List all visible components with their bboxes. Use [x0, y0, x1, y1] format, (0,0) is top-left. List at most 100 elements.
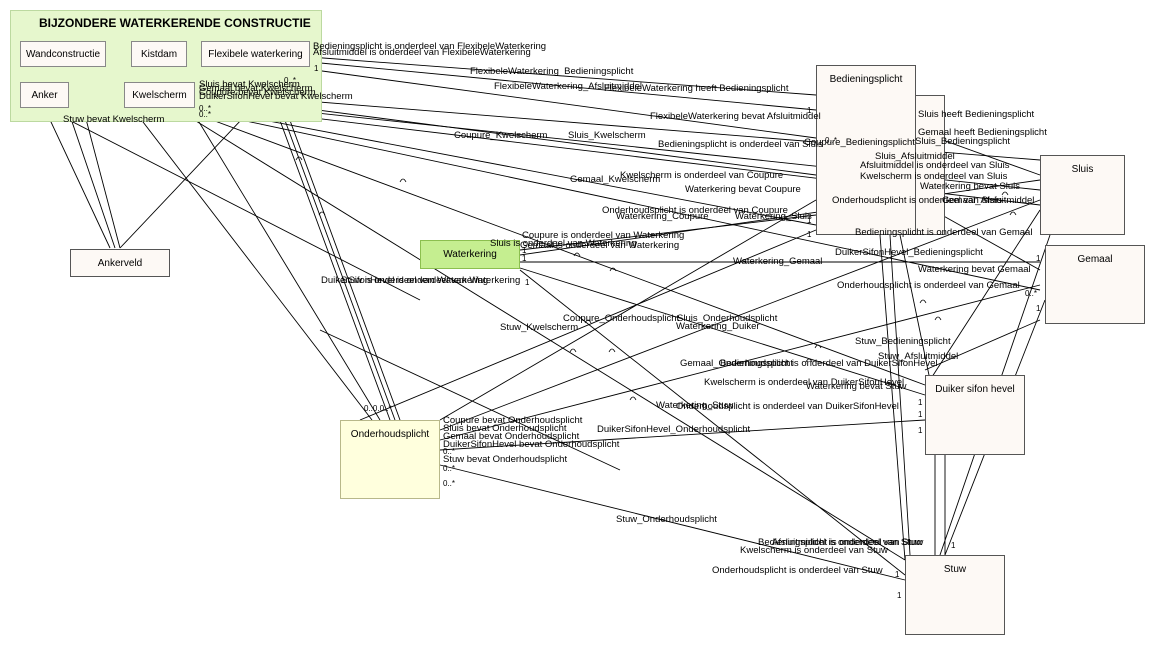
association-label[interactable]: Onderhoudsplicht is onderdeel van Sluis [832, 195, 1003, 206]
association-label[interactable]: Stuw bevat Onderhoudsplicht [443, 454, 568, 465]
association-label[interactable]: Onderhoudsplicht is onderdeel van Coupur… [602, 205, 788, 216]
association-label[interactable]: Waterkering bevat Gemaal [918, 264, 1031, 275]
association-label[interactable]: Sluis is onderdeel van Waterkering [490, 238, 637, 249]
association-label[interactable]: Sluis heeft Bedieningsplicht [918, 109, 1035, 120]
association-label[interactable]: DuikerSifonHevel is onderdeel van Waterk… [321, 275, 521, 286]
association-label[interactable]: Sluis_Bedieningsplicht [915, 136, 1011, 147]
multiplicity: 1 [522, 254, 527, 263]
association-label[interactable]: Coupure bevat Kwelscherm [199, 87, 316, 98]
association-label[interactable]: Coupure bevat Onderhoudsplicht [443, 415, 583, 426]
multiplicity: 1 [951, 541, 956, 550]
association-label[interactable]: Bedieningsplicht is onderdeel van Stuw [758, 537, 924, 548]
association-label[interactable]: Bedieningsplicht is onderdeel van Sluis [658, 139, 823, 150]
association-label[interactable]: Onderhoudsplicht is onderdeel van Duiker… [676, 401, 899, 412]
class-name: Anker [31, 89, 58, 101]
class-stuw[interactable]: Stuw [905, 555, 1005, 635]
association-label[interactable]: Afsluitmiddel is onderdeel van Stuw [772, 537, 922, 548]
association-label[interactable]: Gemaal heeft Bedieningsplicht [918, 127, 1047, 138]
association-label[interactable]: Bedieningsplicht is onderdeel van Duiker… [720, 358, 938, 369]
class-ankerveld[interactable]: Ankerveld [70, 249, 170, 277]
association-label[interactable]: DuikerSifonHevel bevat Kwelscherm [199, 91, 353, 102]
multiplicity: 1 [807, 230, 812, 239]
class-anker[interactable]: Anker [20, 82, 69, 108]
association-label[interactable]: Coupure_Bedieningsplicht [804, 137, 915, 148]
association-label[interactable]: Kwelscherm is onderdeel van DuikerSifonH… [704, 377, 905, 388]
association-label[interactable]: Afsluitmiddel is onderdeel van Flexibele… [313, 47, 531, 58]
association-label[interactable]: Stuw is onderdeel van Waterkering [341, 275, 488, 286]
association-label[interactable]: Stuw_Kwelscherm [500, 322, 579, 333]
association-label[interactable]: Coupure is onderdeel van Waterkering [522, 230, 685, 241]
association-label[interactable]: Waterkering_Duiker [676, 321, 760, 332]
association-label[interactable]: Sluis_Kwelscherm [568, 130, 646, 141]
class-name: Gemaal [1077, 254, 1113, 265]
association-label[interactable]: Coupure_Kwelscherm [454, 130, 548, 141]
class-kistdam[interactable]: Kistdam [131, 41, 187, 67]
multiplicity: 0..* [443, 447, 456, 456]
association-label[interactable]: Gemaal_Kwelscherm [570, 174, 661, 185]
association-label[interactable]: Sluis bevat Kwelscherm [199, 79, 300, 90]
association-label[interactable]: Coupure_Onderhoudsplicht [563, 313, 680, 324]
association-label[interactable]: Waterkering bevat Sluis [920, 181, 1020, 192]
class-bedieningsplicht[interactable]: Bedieningsplicht [816, 65, 916, 235]
association-label[interactable]: Bedieningsplicht is onderdeel van Gemaal [855, 227, 1033, 238]
association-label[interactable]: FlexibeleWaterkering_Afsluitmiddel [494, 81, 643, 92]
multiplicity: 1 [895, 570, 900, 579]
association-label[interactable]: Bedieningsplicht is onderdeel van Flexib… [313, 41, 547, 52]
association-label[interactable]: Onderhoudsplicht is onderdeel van Gemaal [837, 280, 1020, 291]
multiplicity: 1 [1036, 304, 1041, 313]
association-label[interactable]: Kwelscherm is onderdeel van Sluis [860, 171, 1008, 182]
association-label[interactable]: Stuw_Bedieningsplicht [855, 336, 951, 347]
association-label[interactable]: Gemaal is onderdeel van Waterkering [520, 240, 680, 251]
class-name: Onderhoudsplicht [350, 429, 430, 440]
association-label[interactable]: Waterkering_Coupure [616, 211, 709, 222]
association-label[interactable]: Waterkering_Gemaal [733, 256, 823, 267]
association-label[interactable]: Sluis_Onderhoudsplicht [677, 313, 778, 324]
multiplicity: 0..* [825, 136, 838, 145]
association-label[interactable]: Kwelscherm is onderdeel van Stuw [740, 545, 888, 556]
association-label[interactable]: Sluis_Afsluitmiddel [875, 151, 955, 162]
association-label[interactable]: FlexibeleWaterkering_Bedieningsplicht [470, 66, 634, 77]
association-label[interactable]: Stuw bevat Kwelscherm [63, 114, 165, 125]
association-label[interactable]: Sluis bevat Onderhoudsplicht [443, 423, 567, 434]
association-label[interactable]: Afsluitmiddel is onderdeel van Sluis [860, 160, 1010, 171]
multiplicity: 1 [525, 278, 530, 287]
class-duiker-sifon-hevel[interactable]: Duiker sifon hevel [925, 375, 1025, 455]
association-label[interactable]: Waterkering_Stuw [656, 400, 734, 411]
association-label[interactable]: Waterkering bevat Coupure [685, 184, 801, 195]
multiplicity: 0..* [199, 104, 212, 113]
association-label[interactable]: Gemaal_Onderhoudsplicht [680, 358, 794, 369]
association-label[interactable]: Stuw_Onderhoudsplicht [616, 514, 717, 525]
class-onderhoudsplicht[interactable]: Onderhoudsplicht [340, 420, 440, 499]
association-label[interactable]: Stuw_Afsluitmiddel [878, 351, 959, 362]
association-label[interactable]: Waterkering_Sluis [735, 211, 812, 222]
multiplicity: 1 [918, 410, 923, 419]
association-label[interactable]: Gemaal bevat Kwelscherm [199, 83, 313, 94]
class-name: Kistdam [140, 48, 178, 60]
association-label[interactable]: DuikerSifonHevel_Bedieningsplicht [835, 247, 983, 258]
class-name: Stuw [943, 564, 967, 575]
class-name: Ankerveld [97, 257, 143, 269]
association-label[interactable]: Gemaal bevat Onderhoudsplicht [443, 431, 580, 442]
association-label[interactable]: Onderhoudsplicht is onderdeel van Stuw [712, 565, 883, 576]
association-label[interactable]: FlexibeleWaterkering bevat Afsluitmiddel [650, 111, 821, 122]
multiplicity: 0..* [1025, 289, 1038, 298]
association-label[interactable]: FlexibeleWaterkering heeft Bedieningspli… [604, 83, 789, 94]
multiplicity: 0..0.0..* [364, 404, 392, 413]
class-kwelscherm[interactable]: Kwelscherm [124, 82, 195, 108]
association-label[interactable]: Waterkering bevat Stuw [806, 381, 907, 392]
class-sluis[interactable]: Sluis [1040, 155, 1125, 235]
class-wandconstructie[interactable]: Wandconstructie [20, 41, 106, 67]
association-label[interactable]: Kwelscherm is onderdeel van Coupure [620, 170, 784, 181]
class-gemaal[interactable]: Gemaal [1045, 245, 1145, 324]
association-label[interactable]: DuikerSifonHevel_Onderhoudsplicht [597, 424, 751, 435]
class-waterkering[interactable]: Waterkering [420, 240, 520, 269]
multiplicity: 0..* [284, 76, 297, 85]
multiplicity: 1 [1036, 254, 1041, 263]
multiplicity: 1 [897, 591, 902, 600]
class-name: Kwelscherm [132, 89, 187, 101]
association-label[interactable]: DuikerSifonHevel bevat Onderhoudsplicht [443, 439, 620, 450]
class-flexibele-waterkering[interactable]: Flexibele waterkering [201, 41, 310, 67]
multiplicity: 1 [522, 246, 527, 255]
association-label[interactable]: Gemaal_Afsluitmiddel [942, 195, 1035, 206]
